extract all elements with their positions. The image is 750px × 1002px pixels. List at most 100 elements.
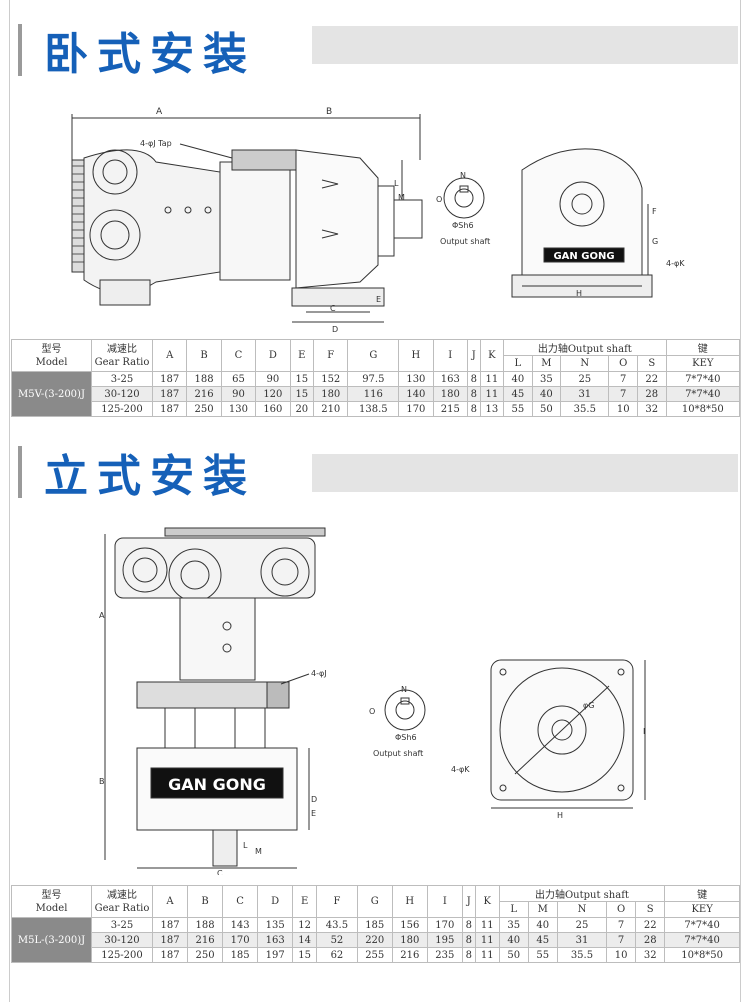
value-cell: 120: [255, 386, 291, 402]
value-cell: 216: [391, 947, 428, 963]
hole-label-k: 4-φK: [666, 259, 685, 268]
value-cell: 50: [498, 947, 529, 963]
dim-label-i: I: [643, 727, 645, 736]
value-cell: 15: [289, 371, 315, 387]
header-dim: E: [292, 885, 318, 918]
title-bar: [312, 26, 738, 64]
header-dim: I: [432, 339, 468, 372]
header-dim: G: [347, 339, 400, 372]
value-cell: 187: [151, 401, 188, 417]
dim-label-b: B: [99, 777, 105, 786]
value-cell: 250: [186, 401, 222, 417]
section-title-horizontal: 卧式安装: [18, 18, 256, 82]
value-cell: 187: [151, 917, 189, 933]
header-dim: E: [289, 339, 315, 372]
value-cell: 156: [391, 917, 428, 933]
header-dim: C: [220, 339, 257, 372]
shaft-caption: Output shaft: [440, 237, 490, 246]
value-cell: 35.5: [560, 401, 610, 417]
value-cell: 180: [313, 386, 349, 402]
dim-label-l: L: [394, 179, 399, 188]
value-cell: 170: [222, 932, 259, 948]
header-key-cn: 键: [664, 885, 740, 902]
value-cell: 13: [479, 401, 505, 417]
value-cell: 40: [531, 386, 562, 402]
shaft-caption: Output shaft: [373, 749, 423, 758]
ratio-cell: 3-25: [91, 917, 153, 933]
dim-label-g: G: [652, 237, 658, 246]
value-cell: 188: [187, 917, 224, 933]
value-cell: 25: [560, 371, 610, 387]
horizontal-mount-drawing: A B 4-φJ Tap L M E C D N O ΦSh6 Output s…: [71, 107, 685, 334]
dim-label-e: E: [376, 295, 381, 304]
title-bar: [312, 454, 738, 492]
value-cell: 43.5: [316, 917, 358, 933]
value-cell: 62: [316, 947, 358, 963]
section-heading: 卧式安装: [44, 29, 256, 80]
value-cell: 130: [398, 371, 434, 387]
header-dim: J: [461, 885, 476, 918]
dim-label-m: M: [255, 847, 262, 856]
value-cell: 22: [637, 371, 667, 387]
header-dim: C: [222, 885, 259, 918]
value-cell: 55: [503, 401, 533, 417]
dim-label-b: B: [326, 107, 332, 117]
value-cell: 180: [391, 932, 428, 948]
value-cell: 55: [527, 947, 558, 963]
value-cell: 7*7*40: [664, 932, 740, 948]
page-border-right: [740, 0, 741, 1002]
header-dim: H: [391, 885, 428, 918]
value-cell: 7*7*40: [664, 917, 740, 933]
value-cell: 90: [255, 371, 291, 387]
value-cell: 8: [461, 932, 476, 948]
header-dim: F: [313, 339, 349, 372]
hole-label-k: 4-φK: [451, 765, 470, 774]
vertical-mount-drawing: A 4-φJ B GAN GONG E D L M C N O ΦSh6 Out…: [99, 527, 646, 875]
header-dim: F: [316, 885, 358, 918]
value-cell: 7: [606, 917, 637, 933]
value-cell: 11: [474, 947, 500, 963]
header-shaft-col: S: [637, 355, 667, 372]
value-cell: 152: [313, 371, 349, 387]
value-cell: 90: [220, 386, 257, 402]
header-dim: I: [426, 885, 463, 918]
value-cell: 45: [503, 386, 533, 402]
ratio-cell: 3-25: [91, 371, 153, 387]
brand-label: GAN GONG: [168, 775, 266, 794]
value-cell: 130: [220, 401, 257, 417]
value-cell: 40: [498, 932, 529, 948]
dim-label-g: φG: [583, 701, 594, 710]
dim-label-c: C: [217, 869, 223, 875]
value-cell: 7: [608, 371, 638, 387]
value-cell: 170: [426, 917, 463, 933]
value-cell: 40: [503, 371, 533, 387]
value-cell: 32: [635, 947, 666, 963]
header-shaft-col: S: [635, 901, 666, 918]
value-cell: 255: [356, 947, 393, 963]
ratio-cell: 30-120: [91, 386, 153, 402]
header-shaft-col: O: [608, 355, 638, 372]
dim-label-d: D: [311, 795, 317, 804]
value-cell: 8: [461, 917, 476, 933]
header-dim: B: [187, 885, 224, 918]
value-cell: 187: [151, 386, 188, 402]
value-cell: 35.5: [556, 947, 608, 963]
header-dim: H: [398, 339, 434, 372]
value-cell: 25: [556, 917, 608, 933]
value-cell: 10: [608, 401, 638, 417]
header-dim: J: [466, 339, 481, 372]
section-heading: 立式安装: [44, 451, 256, 502]
value-cell: 187: [151, 371, 188, 387]
value-cell: 7: [606, 932, 637, 948]
value-cell: 210: [313, 401, 349, 417]
dim-label-c: C: [330, 304, 336, 313]
value-cell: 8: [461, 947, 476, 963]
header-dim: D: [255, 339, 291, 372]
value-cell: 135: [257, 917, 294, 933]
header-shaft-col: M: [527, 901, 558, 918]
